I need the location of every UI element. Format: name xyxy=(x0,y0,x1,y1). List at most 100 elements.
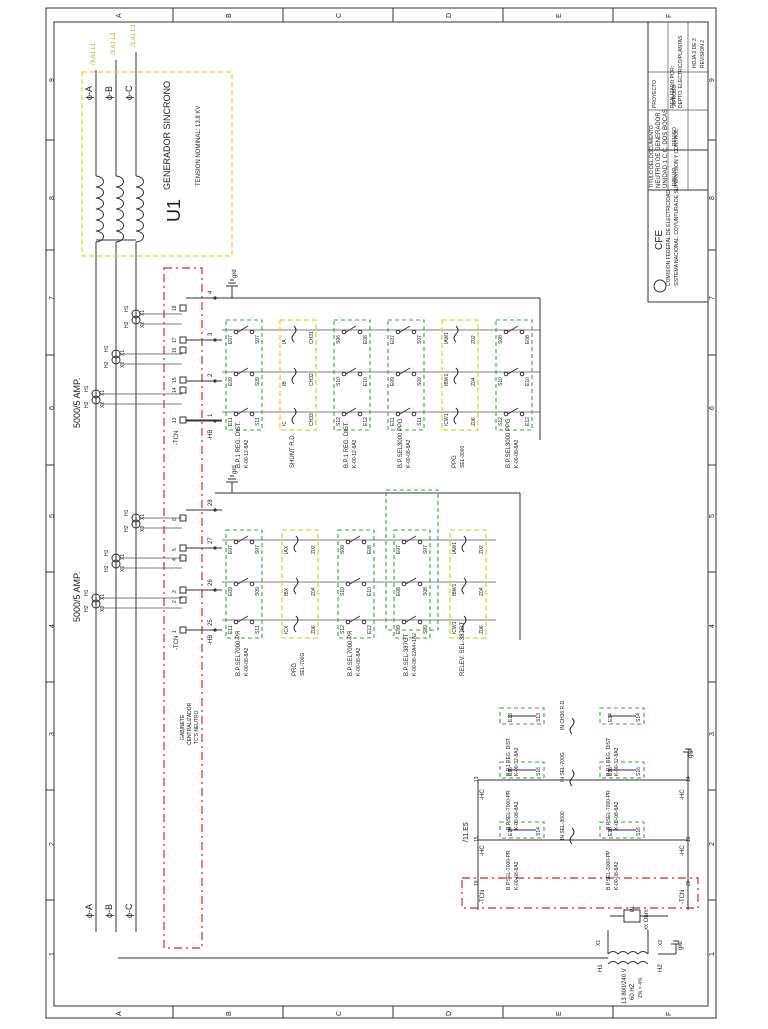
neutral-device-subcode: K-00-08-8A2 xyxy=(514,801,520,830)
made-by-value: DEPTO. ELECTRICO/PLANTAS xyxy=(678,35,684,108)
device-terminal: IBX xyxy=(284,587,290,596)
device-box xyxy=(279,319,317,431)
ct-x1: X1 xyxy=(100,390,106,396)
neutral-device-box xyxy=(599,761,645,779)
border-letter: E xyxy=(556,13,563,18)
svg-text:CENTRALIZADOR: CENTRALIZADOR xyxy=(187,702,193,745)
device-terminal: E10 xyxy=(525,377,531,386)
phase-c-label-top: ϕ-C xyxy=(124,85,134,100)
svg-text:GABINETE: GABINETE xyxy=(180,714,186,740)
hb-label: -HB xyxy=(208,430,214,440)
ground-label: grd xyxy=(688,749,694,758)
border-number: 7 xyxy=(49,296,56,300)
device-terminal: E09 xyxy=(228,587,234,596)
device-subcode: K-00-08-8A2 xyxy=(244,647,250,676)
device-box xyxy=(441,319,479,431)
device-subcode: K-00-08-8A2 xyxy=(406,439,412,468)
wire-number: 27 xyxy=(208,537,214,544)
device-terminal: S06 xyxy=(336,335,342,344)
cabinet-label: GABINETE CENTRALIZADOR TC'S NEUTRO xyxy=(180,702,200,745)
neutral-terminal: S16 xyxy=(636,827,642,836)
project-label: PROYECTO xyxy=(652,80,658,108)
phase-c-label-bottom: ϕ-C xyxy=(124,903,134,918)
device-terminal: S09 xyxy=(255,377,261,386)
border-letter: F xyxy=(666,1012,673,1016)
neutral-terminal-num: 15 xyxy=(474,836,480,842)
neutral-device-box xyxy=(499,821,545,839)
device-terminal: E08 xyxy=(525,335,531,344)
wire-number: 25 xyxy=(208,619,214,626)
neutral-terminal: S16 xyxy=(536,767,542,776)
field-dibujo: DIBUJO xyxy=(672,168,678,186)
device-terminal: E07 xyxy=(228,335,234,344)
device-box xyxy=(225,529,263,639)
company-full-name: COMISION FEDERAL DE ELECTRICIDAD xyxy=(666,190,672,286)
terminal-number: 17 xyxy=(172,337,178,343)
ct-x2: X2 xyxy=(140,322,146,328)
neutral-device-box xyxy=(499,761,545,779)
terminal-number: 2 xyxy=(172,600,178,603)
made-by-label: REALIZADO POR: xyxy=(670,66,676,108)
transformer-x1: X1 xyxy=(596,940,602,946)
device-terminal: ICW1 xyxy=(444,413,450,426)
device-code: B.P.1 REG. DIST. xyxy=(236,421,242,468)
device-box xyxy=(387,319,425,431)
wire-number: 4 xyxy=(208,290,214,294)
border-number: 3 xyxy=(49,732,56,736)
wire-number: 28 xyxy=(208,499,214,506)
border-letter: C xyxy=(336,13,343,18)
device-terminal: S09 xyxy=(417,377,423,386)
neutral-terminal: E16 xyxy=(608,767,614,776)
device-terminal: Z04 xyxy=(311,587,317,596)
phase-b-label-top: ϕ-B xyxy=(104,86,114,100)
device-terminal: IC xyxy=(282,421,288,426)
neutral-device-subcode: K-00-08-8A2 xyxy=(614,861,620,890)
hb-label: -HB xyxy=(208,635,214,645)
ct-x2: X2 xyxy=(100,606,106,612)
ground-label: grd xyxy=(678,941,684,950)
neutral-label: -TCN xyxy=(174,636,180,650)
neutral-device-code: B.P.SEL-7000-PR xyxy=(506,850,512,890)
doc-title-line1: NEUTRO DE GENERADOR xyxy=(656,112,662,188)
device-code: SHUNT R.D. xyxy=(290,433,296,468)
device-terminal: S07 xyxy=(423,545,429,554)
border-number: 2 xyxy=(709,842,716,846)
terminal-number: 5 xyxy=(172,548,178,551)
hc-label: -HC xyxy=(680,845,686,856)
ct-h1: H1 xyxy=(124,509,130,516)
device-terminal: Z06 xyxy=(311,625,317,634)
wire-number: 26 xyxy=(208,579,214,586)
neutral-terminal-num: 16 xyxy=(686,836,692,842)
device-terminal: E06 xyxy=(363,335,369,344)
device-terminal: E07 xyxy=(390,335,396,344)
device-terminal: E10 xyxy=(367,587,373,596)
device-terminal: IAW1 xyxy=(452,542,458,554)
generator-box xyxy=(81,71,233,257)
ground-upper: grd xyxy=(215,269,238,299)
company-desc: SISTEMA NACIONAL, COYUNTURA DE SUPERVISI… xyxy=(674,129,680,286)
terminal-number: 6 xyxy=(172,518,178,521)
terminal-number: 18 xyxy=(172,305,178,311)
ct-h1: H1 xyxy=(84,385,90,392)
svg-text:TC'S NEUTRO: TC'S NEUTRO xyxy=(194,710,200,744)
device-terminal: IAX xyxy=(284,545,290,554)
ct-lower-rating: 5000/5 AMP. xyxy=(72,572,82,622)
neutral-terminal: E16 xyxy=(608,827,614,836)
resistor-label: RL xyxy=(630,905,636,912)
device-terminal: E11 xyxy=(228,417,234,426)
neutral-device-subcode: K-00-08-8A2 xyxy=(514,861,520,890)
device-terminal: E09 xyxy=(390,377,396,386)
ct-h2: H2 xyxy=(84,605,90,612)
neutral-device-box xyxy=(499,707,545,725)
ct-h2: H2 xyxy=(84,401,90,408)
border-letter: A xyxy=(116,1011,123,1016)
phase-ref-a: /3.A1 L1 xyxy=(91,42,97,65)
device-terminal: S10 xyxy=(498,377,504,386)
device-terminal: S10 xyxy=(336,377,342,386)
